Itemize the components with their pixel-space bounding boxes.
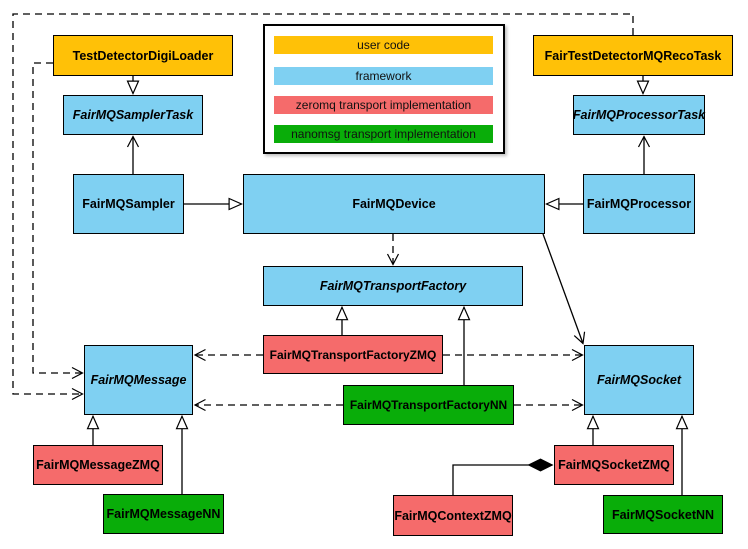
- node-fairmqsamplertask: FairMQSamplerTask: [63, 95, 203, 135]
- node-fairmqsocket: FairMQSocket: [584, 345, 694, 415]
- legend-item-framework: framework: [274, 67, 493, 85]
- node-fairmqmessagezmq: FairMQMessageZMQ: [33, 445, 163, 485]
- node-fairmqprocessortask: FairMQProcessorTask: [573, 95, 705, 135]
- edge-device-socket: [542, 233, 586, 345]
- legend-box: user code framework zeromq transport imp…: [263, 24, 505, 154]
- legend-item-user-code: user code: [274, 36, 493, 54]
- node-fairmqsocketnn: FairMQSocketNN: [603, 495, 723, 534]
- edge-digiloader-message: [32, 62, 84, 380]
- edge-contextzmq-socketzmq: [452, 465, 553, 495]
- node-fairmqmessage: FairMQMessage: [84, 345, 193, 415]
- edge-recotask-message: [12, 13, 634, 401]
- node-fairmqtransportfactoryzmq: FairMQTransportFactoryZMQ: [263, 335, 443, 374]
- node-fairmqprocessor: FairMQProcessor: [583, 174, 695, 234]
- legend-item-zeromq: zeromq transport implementation: [274, 96, 493, 114]
- node-fairmqsocketzmq: FairMQSocketZMQ: [554, 445, 674, 485]
- node-fairmqdevice: FairMQDevice: [243, 174, 545, 234]
- node-fairmqtransportfactorynn: FairMQTransportFactoryNN: [343, 385, 514, 425]
- node-fairmqmessagenn: FairMQMessageNN: [103, 494, 224, 534]
- node-fairtestdetectormqrecotask: FairTestDetectorMQRecoTask: [533, 35, 733, 76]
- node-fairmqsampler: FairMQSampler: [73, 174, 184, 234]
- legend-item-nanomsg: nanomsg transport implementation: [274, 125, 493, 143]
- node-fairmqtransportfactory: FairMQTransportFactory: [263, 266, 523, 306]
- node-fairmqcontextzmq: FairMQContextZMQ: [393, 495, 513, 536]
- node-testdetectordigiloader: TestDetectorDigiLoader: [53, 35, 233, 76]
